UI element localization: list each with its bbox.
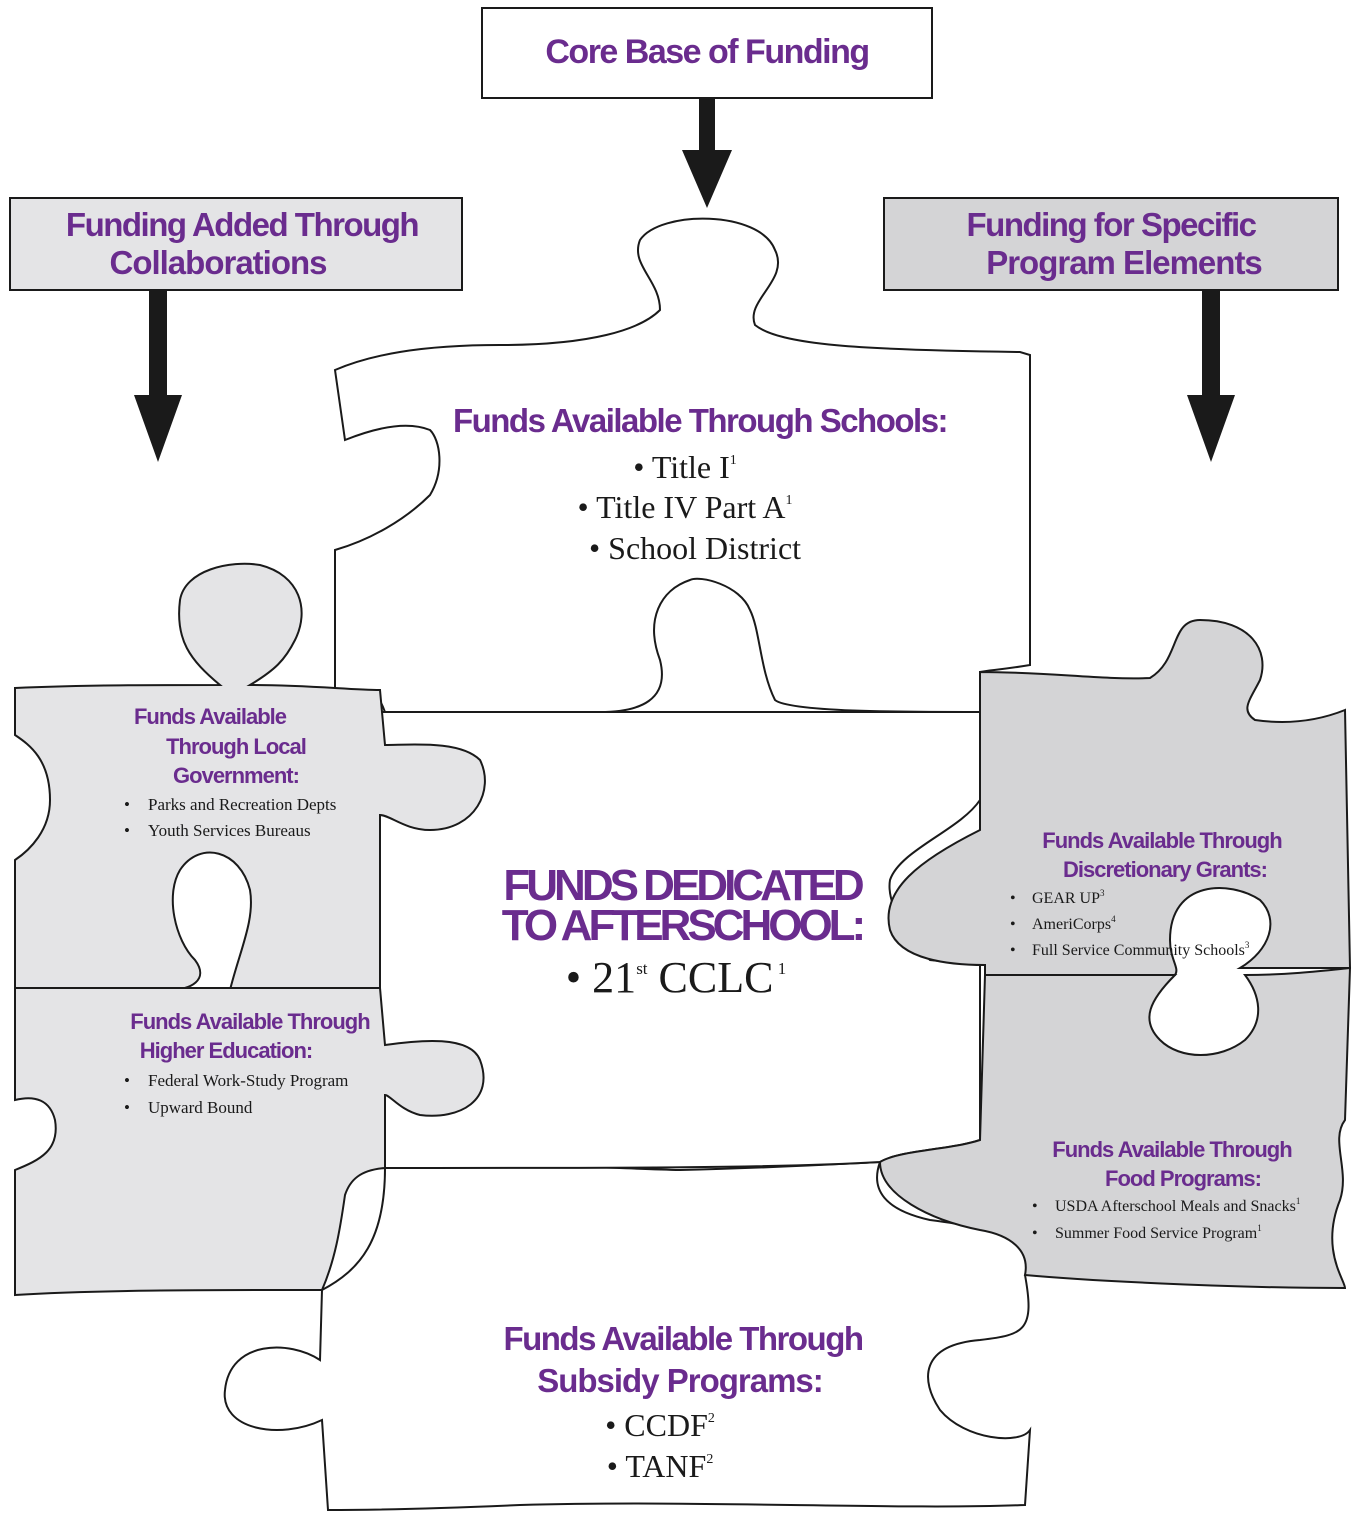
core-base-box — [481, 7, 933, 99]
collaborations-box — [9, 197, 463, 291]
discretionary-puzzle-piece — [887, 618, 1352, 977]
higher-education-bullet: • — [124, 1071, 130, 1090]
arrow-down-icon — [1187, 290, 1235, 462]
higher-education-puzzle-piece — [14, 986, 485, 1297]
higher-education-item: Upward Bound — [148, 1098, 253, 1117]
center-puzzle-piece — [379, 710, 981, 1170]
local-government-item: Youth Services Bureaus — [148, 821, 311, 840]
local-government-bullet: • — [124, 821, 130, 840]
subsidy-item: • CCDF2 — [605, 1407, 715, 1443]
discretionary-item: AmeriCorps4 — [1032, 914, 1116, 933]
specific-elements-label-line1: Funding for Specific — [967, 206, 1257, 243]
arrow-down-icon — [682, 98, 732, 208]
schools-item: • Title I1 — [633, 449, 737, 485]
discretionary-title-line2: Discretionary Grants: — [1063, 857, 1267, 882]
food-bullet: • — [1032, 1198, 1038, 1215]
center-title-line1: FUNDS DEDICATED — [503, 861, 862, 910]
discretionary-item: GEAR UP3 — [1032, 888, 1105, 907]
higher-education-title-line2: Higher Education: — [140, 1038, 312, 1063]
local-government-bullet: • — [124, 795, 130, 814]
higher-education-bullet: • — [124, 1098, 130, 1117]
food-item: USDA Afterschool Meals and Snacks1 — [1055, 1196, 1300, 1215]
schools-item: • Title IV Part A1 — [578, 489, 793, 525]
collaborations-label-line2: Collaborations — [109, 244, 326, 281]
arrow-down-icon — [134, 290, 182, 462]
higher-education-title-line1: Funds Available Through — [130, 1009, 370, 1034]
local-government-title-line3: Government: — [173, 763, 299, 788]
center-title-line2: TO AFTERSCHOOL: — [502, 901, 863, 950]
specific-elements-label-line2: Program Elements — [986, 244, 1262, 281]
higher-education-item: Federal Work-Study Program — [148, 1071, 348, 1090]
food-title-line1: Funds Available Through — [1052, 1137, 1292, 1162]
discretionary-bullet: • — [1010, 916, 1016, 933]
food-item: Summer Food Service Program1 — [1055, 1223, 1262, 1242]
food-puzzle-piece — [878, 966, 1352, 1290]
core-base-label: Core Base of Funding — [545, 33, 868, 71]
center-item: • 21st CCLC 1 — [566, 953, 786, 1002]
local-government-title-line2: Through Local — [166, 734, 306, 759]
discretionary-bullet: • — [1010, 942, 1016, 959]
discretionary-bullet: • — [1010, 890, 1016, 907]
specific-elements-box — [883, 197, 1339, 291]
collaborations-label-line1: Funding Added Through — [66, 206, 419, 243]
local-government-item: Parks and Recreation Depts — [148, 795, 336, 814]
food-bullet: • — [1032, 1225, 1038, 1242]
schools-item: • School District — [589, 530, 801, 566]
schools-title: Funds Available Through Schools: — [453, 402, 947, 439]
local-government-title-line1: Funds Available — [134, 704, 287, 729]
discretionary-item: Full Service Community Schools3 — [1032, 940, 1250, 959]
discretionary-title-line1: Funds Available Through — [1042, 828, 1282, 853]
subsidy-item: • TANF2 — [607, 1448, 714, 1484]
subsidy-title-line2: Subsidy Programs: — [537, 1362, 823, 1399]
subsidy-title-line1: Funds Available Through — [503, 1320, 862, 1357]
food-title-line2: Food Programs: — [1105, 1166, 1261, 1191]
